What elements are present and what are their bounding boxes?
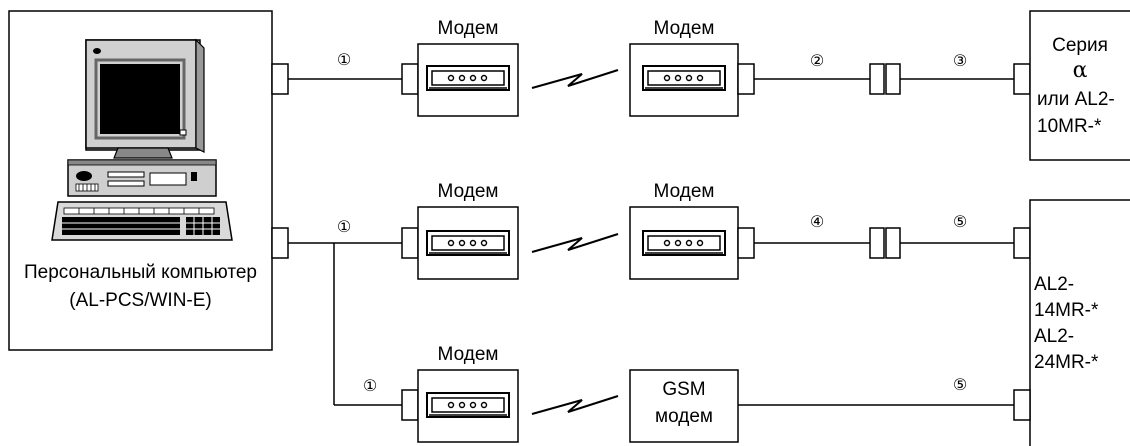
cable-marker-1: ① xyxy=(362,376,378,395)
cable-marker-2: ② xyxy=(809,51,825,70)
personal-computer-icon xyxy=(51,38,233,241)
gsm-modem-label-line2: модем xyxy=(655,406,713,427)
gsm-modem-box xyxy=(629,369,739,443)
device-top-line1: Серия xyxy=(1052,35,1108,56)
device-bottom-line3: AL2- xyxy=(1034,326,1075,347)
modem-icon xyxy=(642,65,726,91)
device-bottom-line1: AL2- xyxy=(1034,274,1075,295)
pc-label-line2: (AL-PCS/WIN-E) xyxy=(69,290,212,311)
gsm-modem-label-line1: GSM xyxy=(662,379,706,400)
modem-label-1: Модем xyxy=(437,18,499,39)
wireless-link-icon xyxy=(531,69,619,89)
device-bottom-line2: 14MR-* xyxy=(1034,300,1099,321)
modem-icon xyxy=(642,230,726,256)
modem-icon xyxy=(426,65,510,91)
pc-port-bottom xyxy=(271,227,289,259)
cable-marker-1: ① xyxy=(336,217,352,236)
cable-connector-1 xyxy=(869,63,885,95)
modem-label-2: Модем xyxy=(653,18,715,39)
cable-marker-1: ① xyxy=(336,50,352,69)
modem-label-3: Модем xyxy=(437,181,499,202)
cable-marker-3: ③ xyxy=(952,51,968,70)
cable-marker-4: ④ xyxy=(809,212,825,231)
wireless-link-icon xyxy=(531,395,619,415)
device-top-line3: или AL2- xyxy=(1037,89,1115,110)
cable-connector-2 xyxy=(869,227,885,259)
cable-marker-5: ⑤ xyxy=(952,375,968,394)
device-box-bottom xyxy=(1029,199,1130,446)
device-box-top xyxy=(1029,10,1130,161)
device-top-line2: α xyxy=(1072,58,1088,83)
device-top-line4: 10MR-* xyxy=(1037,116,1102,137)
wireless-link-icon xyxy=(531,233,619,253)
modem-label-4: Модем xyxy=(653,181,715,202)
device-bottom-line4: 24MR-* xyxy=(1034,352,1099,373)
pc-port-top xyxy=(271,63,289,95)
pc-label-line1: Персональный компьютер xyxy=(24,262,257,283)
modem-label-5: Модем xyxy=(437,344,499,365)
modem-icon xyxy=(426,230,510,256)
modem-icon xyxy=(426,392,510,418)
cable-marker-5: ⑤ xyxy=(952,212,968,231)
